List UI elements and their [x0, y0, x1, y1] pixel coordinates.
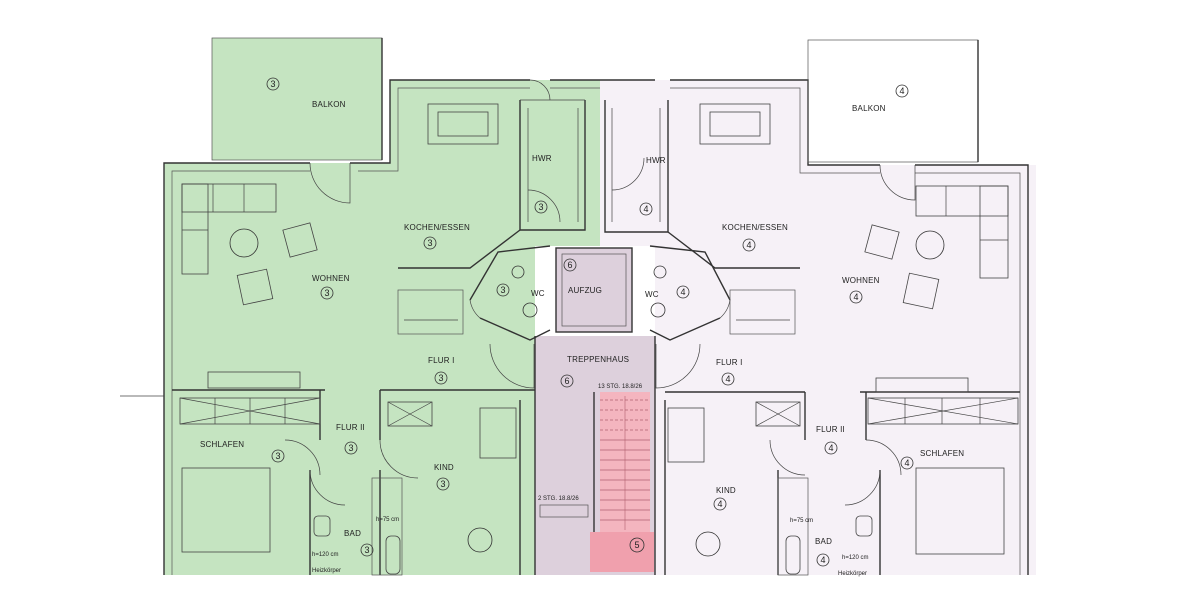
right-wc-label: WC [645, 290, 659, 299]
stair-upper-spec: 13 STG. 18.8/26 [598, 384, 643, 390]
right-kochen-label: KOCHEN/ESSEN [722, 223, 788, 232]
left-furniture [181, 103, 538, 575]
right-bath-height: h=120 cm [842, 555, 869, 561]
right-hwr-label: HWR [646, 156, 666, 165]
left-schlafen-label: SCHLAFEN [200, 440, 244, 449]
left-wohnen-label: WOHNEN [312, 274, 350, 283]
right-kind-label: KIND [716, 486, 736, 495]
treppenhaus-label: TREPPENHAUS [567, 355, 629, 364]
left-bath-height: h=120 cm [312, 552, 339, 558]
right-wohnen-num: 4 [853, 292, 858, 302]
left-bad-label: BAD [344, 529, 361, 538]
left-hwr-label: HWR [532, 154, 552, 163]
stair-lower-spec: 2 STG. 18.8/26 [538, 496, 579, 502]
left-bad-num: 3 [364, 545, 369, 555]
stair-num: 5 [634, 540, 639, 550]
left-wc-label: WC [531, 289, 545, 298]
right-bad-label: BAD [815, 537, 832, 546]
left-schlafen-num: 3 [275, 451, 280, 461]
right-labels: BALKON 4 HWR 4 KOCHEN/ESSEN 4 WOHNEN 4 W… [643, 86, 964, 577]
left-unit-fill [164, 38, 600, 575]
right-wc-num: 4 [680, 287, 685, 297]
aufzug-num: 6 [567, 260, 572, 270]
right-hwr-num: 4 [643, 204, 648, 214]
right-kind-num: 4 [717, 499, 722, 509]
left-flur1-num: 3 [438, 373, 443, 383]
right-unit-area-fill [600, 80, 1036, 575]
left-labels: BALKON 3 HWR 3 KOCHEN/ESSEN 3 WOHNEN 3 W… [200, 79, 552, 574]
core-walls [534, 247, 656, 575]
left-flur2-num: 3 [348, 443, 353, 453]
left-interior-walls [172, 99, 586, 576]
right-heizkoerper: Heizkörper [838, 571, 867, 577]
door-swings [284, 79, 916, 506]
core-labels: AUFZUG 6 TREPPENHAUS 6 13 STG. 18.8/26 2… [538, 260, 643, 550]
right-schlafen-label: SCHLAFEN [920, 449, 964, 458]
right-interior-walls [604, 100, 1020, 576]
left-balkon-fill [212, 38, 382, 160]
aufzug-label: AUFZUG [568, 286, 602, 295]
left-kochen-label: KOCHEN/ESSEN [404, 223, 470, 232]
right-flur1-num: 4 [725, 374, 730, 384]
left-hwr-num: 3 [538, 202, 543, 212]
right-wohnen-label: WOHNEN [842, 276, 880, 285]
right-kochen-num: 4 [746, 240, 751, 250]
right-flur2-num: 4 [828, 443, 833, 453]
left-heizkoerper: Heizkörper [312, 568, 341, 574]
right-balkon-num: 4 [899, 86, 904, 96]
right-schlafen-num: 4 [904, 458, 909, 468]
right-sink-height: h=75 cm [790, 518, 813, 524]
left-flur2-label: FLUR II [336, 423, 365, 432]
right-flur1-label: FLUR I [716, 358, 743, 367]
right-bad-num: 4 [820, 555, 825, 565]
left-flur1-label: FLUR I [428, 356, 455, 365]
treppenhaus-num: 6 [564, 376, 569, 386]
left-balkon-label: BALKON [312, 100, 346, 109]
elevator-fill [556, 248, 632, 332]
stair-treads [600, 396, 650, 530]
stairs-landing-fill [590, 532, 654, 572]
left-unit-area-fill [164, 80, 600, 575]
left-kind-num: 3 [440, 479, 445, 489]
right-flur2-label: FLUR II [816, 425, 845, 434]
right-furniture [650, 103, 1009, 575]
left-kind-label: KIND [434, 463, 454, 472]
room-markers [266, 77, 914, 567]
left-wohnen-num: 3 [324, 288, 329, 298]
left-wc-num: 3 [500, 285, 505, 295]
left-sink-height: h=75 cm [376, 517, 399, 523]
left-kochen-num: 3 [427, 238, 432, 248]
right-unit-fill [600, 80, 1036, 575]
left-balkon-num: 3 [270, 79, 275, 89]
exterior-walls [120, 37, 1029, 575]
right-balkon-label: BALKON [852, 104, 886, 113]
